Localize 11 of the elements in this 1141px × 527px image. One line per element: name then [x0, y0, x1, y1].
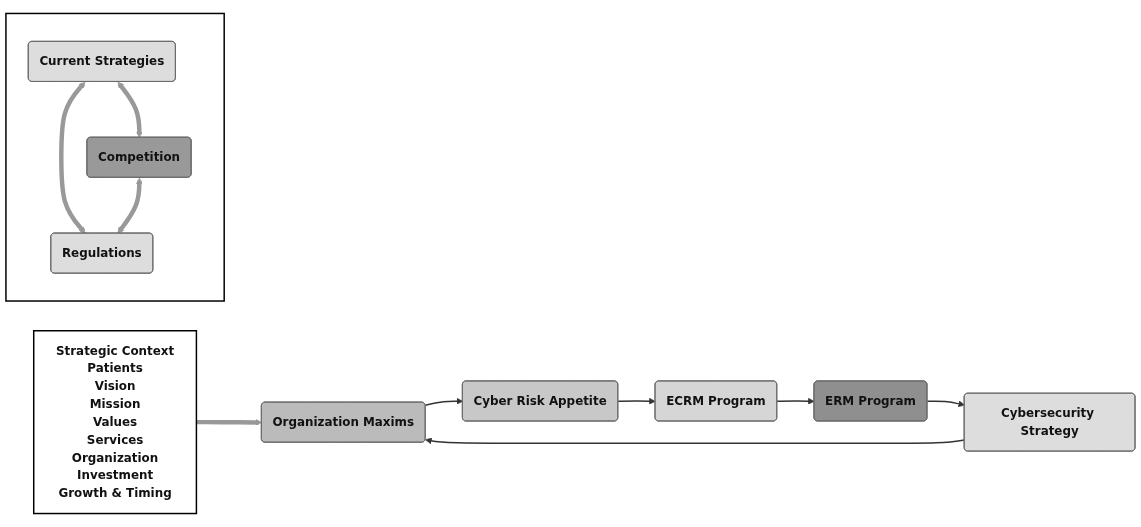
arrow [617, 397, 656, 405]
arrow [117, 177, 143, 234]
arrow [196, 419, 262, 426]
arrow [59, 81, 86, 234]
node-box: Strategic Context Patients Vision Mission Values Services Organization Investment Growth & Timing [32, 330, 198, 515]
arrow [926, 400, 965, 408]
arrow [776, 397, 815, 405]
arrow [425, 437, 966, 445]
arrow [117, 81, 143, 138]
cluster [5, 12, 225, 302]
arrow [424, 397, 464, 406]
